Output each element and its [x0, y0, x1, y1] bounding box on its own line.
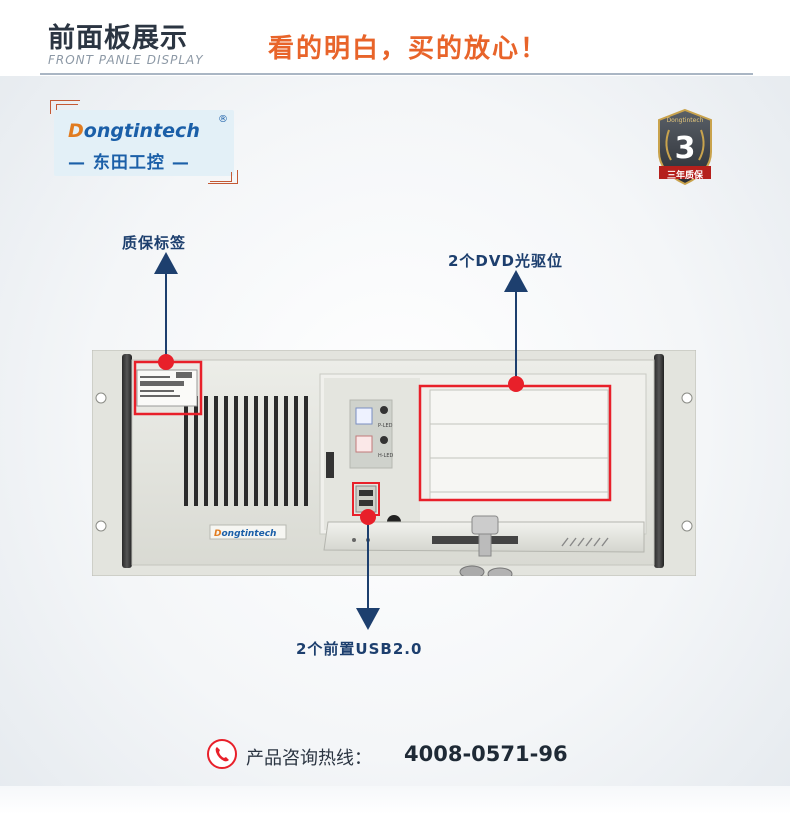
- badge-text: 三年质保: [666, 171, 703, 181]
- hdd-led-label: H-LED: [378, 453, 394, 459]
- callout-front-usb: 2个前置USB2.0: [296, 640, 423, 658]
- hotline-number: 4008-0571-96: [404, 742, 568, 766]
- section-header: 前面板展示 FRONT PANLE DISPLAY 看的明白，买的放心！: [0, 0, 790, 76]
- brand-name: Dongtintech: [68, 120, 200, 142]
- phone-icon: [207, 739, 237, 769]
- logo-corner-br: [208, 170, 238, 184]
- slogan: 看的明白，买的放心！: [268, 34, 549, 64]
- shield-icon: 3 Dongtintech: [658, 108, 712, 186]
- brand-subtitle: — 东田工控 —: [68, 153, 190, 173]
- brand-logo: Dongtintech ® — 东田工控 —: [54, 110, 234, 176]
- badge-number: 3: [675, 131, 696, 166]
- callout-dvd-bays: 2个DVD光驱位: [448, 252, 563, 270]
- logo-corner-tl: [50, 100, 80, 114]
- vent-grille: [184, 396, 308, 506]
- registered-mark: ®: [218, 114, 228, 125]
- section-subtitle: FRONT PANLE DISPLAY: [48, 53, 204, 67]
- badge-ribbon: Dongtintech: [667, 117, 704, 124]
- hotline-label: 产品咨询热线：: [246, 748, 372, 769]
- logo-corner-br-inner: [210, 172, 232, 182]
- header-divider: [40, 73, 753, 75]
- server-chassis: P-LED H-LED Dongtintech: [92, 350, 696, 576]
- panel-logo: Dongtintech: [214, 529, 276, 539]
- section-title: 前面板展示: [48, 23, 188, 54]
- callout-warranty-label: 质保标签: [122, 234, 187, 252]
- power-led-label: P-LED: [378, 423, 393, 429]
- logo-corner-tl-inner: [56, 104, 78, 114]
- warranty-badge: 3 Dongtintech 三年质保: [655, 108, 715, 188]
- bottom-band: [0, 786, 790, 814]
